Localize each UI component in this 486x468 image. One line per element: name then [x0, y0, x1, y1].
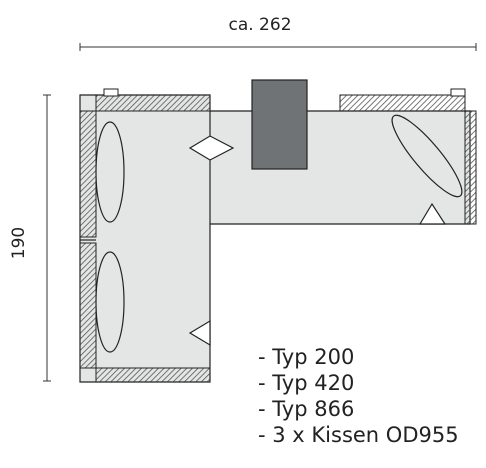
backrest-top-left: [95, 94, 211, 112]
sofa: [79, 79, 477, 383]
backrest-left-upper: [79, 110, 97, 238]
legend-item: - Typ 420: [258, 371, 355, 395]
height-label: 190: [9, 227, 29, 259]
tab-top-left: [103, 88, 119, 97]
cushion-lower: [95, 251, 125, 353]
cushion-upper: [95, 121, 125, 223]
backrest-top-right: [339, 94, 466, 112]
legend-item: - 3 x Kissen OD955: [258, 423, 459, 447]
tab-top-right: [450, 88, 466, 97]
armrest-bottom: [95, 367, 211, 383]
cushion-block: [251, 79, 308, 170]
triangle-marker-right: [418, 202, 447, 225]
diamond-marker: [188, 135, 235, 161]
legend-item: - Typ 200: [258, 345, 355, 369]
backrest-left-lower: [79, 242, 97, 369]
triangle-marker-bottom: [188, 319, 211, 347]
module-legend: - Typ 200 - Typ 420 - Typ 866 - 3 x Kiss…: [258, 344, 459, 448]
cushion-diagonal: [391, 114, 463, 198]
legend-item: - Typ 866: [258, 397, 355, 421]
width-dimension: ca. 262: [79, 15, 477, 51]
width-label: ca. 262: [228, 15, 291, 35]
armrest-right: [464, 110, 477, 225]
height-dimension: 190: [9, 94, 51, 382]
